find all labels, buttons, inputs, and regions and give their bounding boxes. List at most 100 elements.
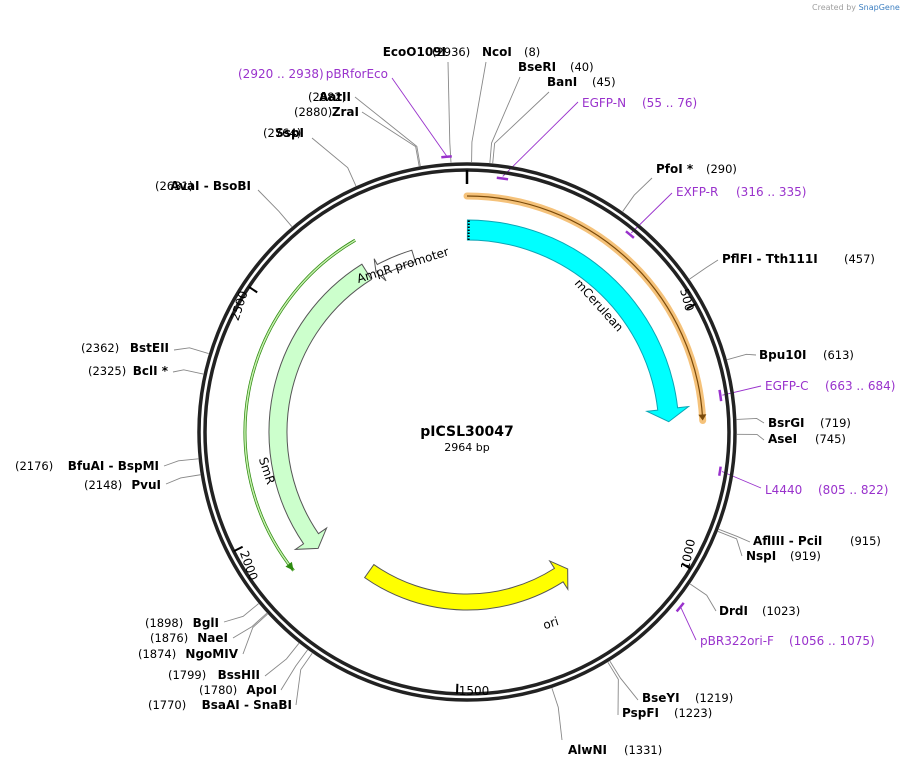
leader-bcli: [172, 369, 204, 375]
site-pfoi: PfoI *: [656, 162, 694, 176]
primer-egfp-c: EGFP-C: [765, 379, 808, 393]
scale-tick: [248, 286, 258, 294]
site-position: (915): [850, 534, 881, 548]
site-position: (2882): [308, 90, 346, 104]
site-alwni: AlwNI: [568, 743, 607, 757]
site-bsshii: BssHII: [218, 668, 260, 682]
site-sspi: SspI: [275, 126, 304, 140]
primer-mark-egfp-c: [718, 389, 723, 402]
leader-bsshii: [264, 643, 300, 677]
leader-bfuai-bspmi: [163, 458, 199, 467]
smr-outline-highlight: [244, 239, 356, 572]
primer-range: (805 .. 822): [818, 483, 888, 497]
primer-marks: [441, 155, 723, 613]
site-bsaai-snabi: BsaAI - SnaBI: [202, 698, 292, 712]
leader-afliii-pcii: [718, 528, 751, 543]
site-position: (2362): [81, 341, 119, 355]
primer-exfp-r: EXFP-R: [676, 185, 718, 199]
leader-zrai: [361, 111, 420, 167]
leader-bani: [492, 91, 550, 164]
leader-avai-bsobi: [257, 189, 293, 227]
scale-tick-label: 2500: [228, 289, 251, 322]
site-bsteii: BstEII: [130, 341, 169, 355]
leader-naei: [232, 612, 268, 639]
site-ngomiv: NgoMIV: [185, 647, 238, 661]
feature-ori: [363, 559, 569, 611]
site-nspi: NspI: [746, 549, 776, 563]
leader-lines: [163, 61, 765, 741]
site-pflfi-tth111i: PflFI - Tth111I: [722, 252, 818, 266]
site-bsrgi: BsrGI: [768, 416, 805, 430]
scale-tick-label: 1500: [459, 684, 490, 698]
site-afliii-pcii: AflIII - PciI: [753, 534, 822, 548]
site-labels: EcoO109I(2936)NcoI(8)BseRI(40)BanI(45)Aa…: [15, 45, 895, 757]
leader-bsrgi: [736, 418, 765, 424]
credit-text: Created by SnapGene: [812, 3, 900, 12]
site-bcli: BclI *: [133, 364, 169, 378]
primer-leader: [721, 471, 762, 489]
site-position: (2880): [294, 105, 332, 119]
site-position: (1223): [674, 706, 712, 720]
site-position: (1876): [150, 631, 188, 645]
site-position: (719): [820, 416, 851, 430]
site-pspfi: PspFI: [622, 706, 659, 720]
site-position: (1874): [138, 647, 176, 661]
feature-label-ori: ori: [541, 614, 560, 632]
primer-leader: [722, 385, 762, 396]
site-position: (2764): [263, 126, 301, 140]
site-bseri: BseRI: [518, 60, 556, 74]
primer-leader: [391, 77, 447, 157]
site-bseyi: BseYI: [642, 691, 680, 705]
site-ecoo109i: EcoO109I: [383, 45, 446, 59]
feature-label-ampr-promoter: AmpR promoter: [355, 245, 450, 286]
primer-range: (2920 .. 2938): [238, 67, 324, 81]
site-position: (1770): [148, 698, 186, 712]
primer-range: (1056 .. 1075): [789, 634, 875, 648]
snapgene-brand: SnapGene: [859, 3, 900, 12]
primer-leader: [502, 101, 579, 177]
leader-pflfi-tth111i: [689, 259, 719, 280]
leader-bseri: [489, 76, 521, 164]
site-position: (8): [524, 45, 540, 59]
primer-mark-egfp-n: [496, 176, 509, 181]
leader-bseyi: [609, 660, 639, 701]
leader-nspi: [717, 531, 743, 557]
scale-tick: [686, 303, 697, 310]
site-position: (40): [570, 60, 594, 74]
site-position: (457): [844, 252, 875, 266]
site-position: (2631): [155, 179, 193, 193]
primer-pbrforeco: pBRforEco: [326, 67, 388, 81]
orf-arrowhead: [698, 414, 707, 421]
scale-tick: [233, 545, 244, 553]
primer-mark-pbr322ori-f: [675, 602, 685, 613]
primer-pbr322ori-f: pBR322ori-F: [700, 634, 774, 648]
site-aatii: AatII: [319, 90, 351, 104]
leader-ncoi: [471, 61, 487, 163]
site-naei: NaeI: [197, 631, 228, 645]
leader-drdi: [689, 583, 717, 612]
site-bpu10i: Bpu10I: [759, 348, 806, 362]
primer-range: (663 .. 684): [825, 379, 895, 393]
site-position: (2325): [88, 364, 126, 378]
site-position: (919): [790, 549, 821, 563]
leader-bsteii: [173, 347, 209, 355]
site-position: (745): [815, 432, 846, 446]
primer-egfp-n: EGFP-N: [582, 96, 626, 110]
site-position: (1219): [695, 691, 733, 705]
leader-bpu10i: [727, 353, 757, 361]
site-position: (613): [823, 348, 854, 362]
site-position: (1898): [145, 616, 183, 630]
leader-aatii: [354, 96, 421, 167]
leader-ecoo109i: [447, 61, 452, 163]
leader-bsaai-snabi: [295, 652, 313, 706]
feature-smr: [268, 263, 373, 550]
plasmid-length: 2964 bp: [444, 441, 489, 454]
feature-mcerulean: [466, 219, 691, 423]
primer-l4440: L4440: [765, 483, 802, 497]
leader-ngomiv: [242, 613, 268, 655]
leader-pspfi: [607, 662, 619, 716]
primer-range: (55 .. 76): [642, 96, 697, 110]
site-bgli: BglI: [193, 616, 219, 630]
